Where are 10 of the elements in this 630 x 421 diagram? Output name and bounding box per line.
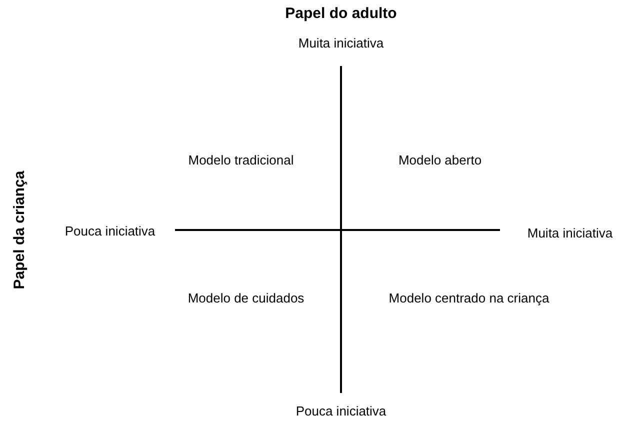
axis-end-label: Muita iniciativa (298, 34, 384, 52)
axis-end-label: Pouca iniciativa (296, 402, 386, 420)
axis-title: Papel do adulto (285, 4, 397, 24)
quadrant-label: Modelo aberto (398, 151, 482, 170)
quadrant-label: Modelo de cuidados (188, 289, 304, 308)
quadrant-label: Modelo centrado na criança (388, 289, 550, 308)
quadrant-label: Modelo tradicional (188, 151, 294, 170)
axis-end-label: Muita iniciativa (527, 224, 613, 242)
axis-end-label: Pouca iniciativa (64, 222, 156, 240)
axis-title: Papel da criança (10, 170, 29, 290)
